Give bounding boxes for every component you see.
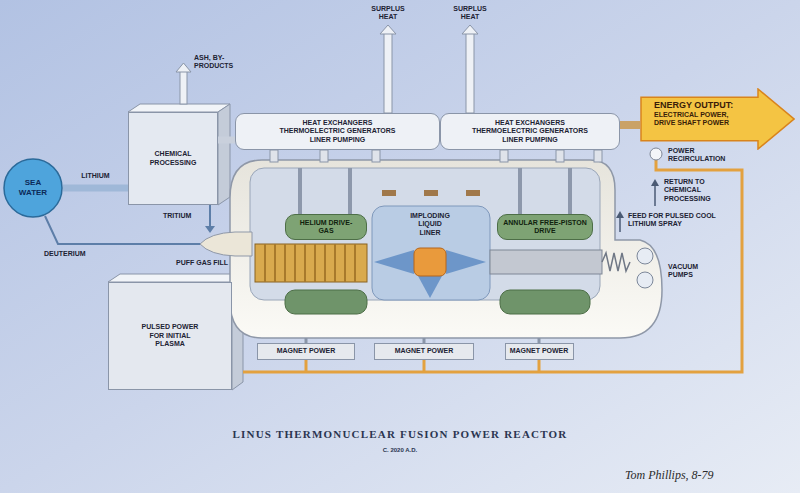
part-label: IMPLODING LIQUID LINER: [407, 212, 453, 237]
node-title: PULSED POWER FOR INITIAL PLASMA: [137, 323, 203, 348]
arrow-head: [205, 226, 215, 233]
output-label: SURPLUS HEAT: [448, 5, 492, 22]
node-title: ANNULAR FREE-PISTON DRIVE: [502, 219, 588, 236]
gas-chamber: HELIUM DRIVE-GAS: [285, 214, 367, 240]
vacuum-pump: [637, 272, 653, 288]
power-wire: [306, 360, 539, 372]
liner-block: [382, 190, 396, 196]
diagram-title: LINUS THERMONUCLEAR FUSION POWER REACTOR: [233, 428, 568, 441]
support-post: [270, 150, 278, 162]
signature: Tom Phillips, 8-79: [625, 468, 714, 482]
liner-jet: [418, 276, 442, 298]
magnet-power-box: MAGNET POWER: [505, 343, 574, 360]
heat-exchanger-cylinder: HEAT EXCHANGERS THERMOELECTRIC GENERATOR…: [440, 113, 620, 150]
output-label: ASH, BY-PRODUCTS: [194, 54, 252, 71]
node-title: HEAT EXCHANGERS THERMOELECTRIC GENERATOR…: [465, 119, 595, 144]
gas-chamber: [285, 290, 367, 314]
vacuum-pump: [637, 248, 653, 264]
output-label: SURPLUS HEAT: [366, 5, 410, 22]
pipe-connector: [218, 137, 235, 144]
node-title: HELIUM DRIVE-GAS: [299, 219, 353, 236]
support-post: [594, 150, 602, 162]
node-title: MAGNET POWER: [277, 347, 336, 355]
support-post: [320, 150, 328, 162]
node-title: HEAT EXCHANGERS THERMOELECTRIC GENERATOR…: [273, 119, 403, 144]
part-label: PUFF GAS FILL: [176, 259, 228, 267]
power-wire: [243, 160, 742, 372]
box-top-face: [128, 104, 230, 112]
arrow-head: [176, 63, 191, 72]
ash-pipe: [180, 70, 187, 104]
piston-drive: [500, 290, 590, 314]
circle-outline: [4, 159, 62, 217]
support-post: [556, 150, 564, 162]
drive-shaft: [490, 250, 602, 274]
note-label: FEED FOR PULSED COOL LITHIUM SPRAY: [628, 212, 718, 229]
support-post: [372, 150, 380, 162]
pipe-connector: [620, 121, 640, 129]
pipe-label: LITHIUM: [81, 172, 109, 180]
arrow-head: [380, 25, 396, 34]
magnet-coil: [255, 244, 367, 282]
date-note: C. 2020 A.D.: [383, 447, 417, 454]
power-supply-box: PULSED POWER FOR INITIAL PLASMA: [108, 282, 232, 390]
source-circle: SEA WATER: [3, 158, 63, 218]
node-title: SEA WATER: [13, 178, 53, 197]
liner-jet: [374, 250, 414, 274]
piston-drive: ANNULAR FREE-PISTON DRIVE: [497, 214, 593, 240]
magnet-power-box: MAGNET POWER: [257, 343, 355, 360]
output-arrow: ENERGY OUTPUT:ELECTRICAL POWER, DRIVE SH…: [640, 88, 795, 150]
box-top-face: [108, 274, 243, 282]
process-box: CHEMICAL PROCESSING: [128, 112, 218, 205]
cutaway-interior: [250, 168, 600, 300]
support-post: [500, 150, 508, 162]
deuterium-line: [45, 216, 200, 244]
tritium-line: [209, 205, 211, 226]
heat-pipe: [466, 32, 474, 113]
magnet-power-box: MAGNET POWER: [374, 343, 474, 360]
liquid-liner-region: [372, 206, 490, 300]
recirculation-pump: [650, 148, 662, 160]
plasma-core: [414, 248, 446, 276]
input-label: DEUTERIUM: [44, 250, 86, 258]
node-title: MAGNET POWER: [510, 347, 569, 355]
liner-jet: [446, 250, 486, 274]
arrow-head: [462, 25, 478, 34]
part-label: VACUUM PUMPS: [668, 263, 708, 280]
leader-arrow: [619, 217, 621, 232]
spring: [602, 253, 630, 271]
liner-block: [466, 190, 480, 196]
arrow-head: [651, 179, 659, 186]
box-side-face: [218, 104, 230, 205]
part-label: POWER RECIRCULATION: [668, 147, 734, 164]
arrow-head: [616, 211, 624, 218]
heat-pipe: [384, 32, 392, 113]
node-title: MAGNET POWER: [395, 347, 454, 355]
gas-injector: [200, 232, 252, 256]
node-body: ELECTRICAL POWER, DRIVE SHAFT POWER: [654, 111, 744, 128]
reactor-housing: [230, 160, 662, 338]
shape-outline: [640, 88, 795, 150]
leader-arrow: [654, 185, 656, 206]
pipe-connector: [63, 185, 128, 192]
note-label: RETURN TO CHEMICAL PROCESSING: [664, 178, 720, 203]
liner-block: [424, 190, 438, 196]
coil-windings: [265, 244, 355, 282]
heat-exchanger-cylinder: HEAT EXCHANGERS THERMOELECTRIC GENERATOR…: [235, 113, 440, 150]
input-label: TRITIUM: [163, 212, 191, 220]
arrow-outline: [641, 89, 794, 149]
node-title: CHEMICAL PROCESSING: [137, 150, 209, 167]
node-title: ENERGY OUTPUT:: [654, 100, 733, 111]
